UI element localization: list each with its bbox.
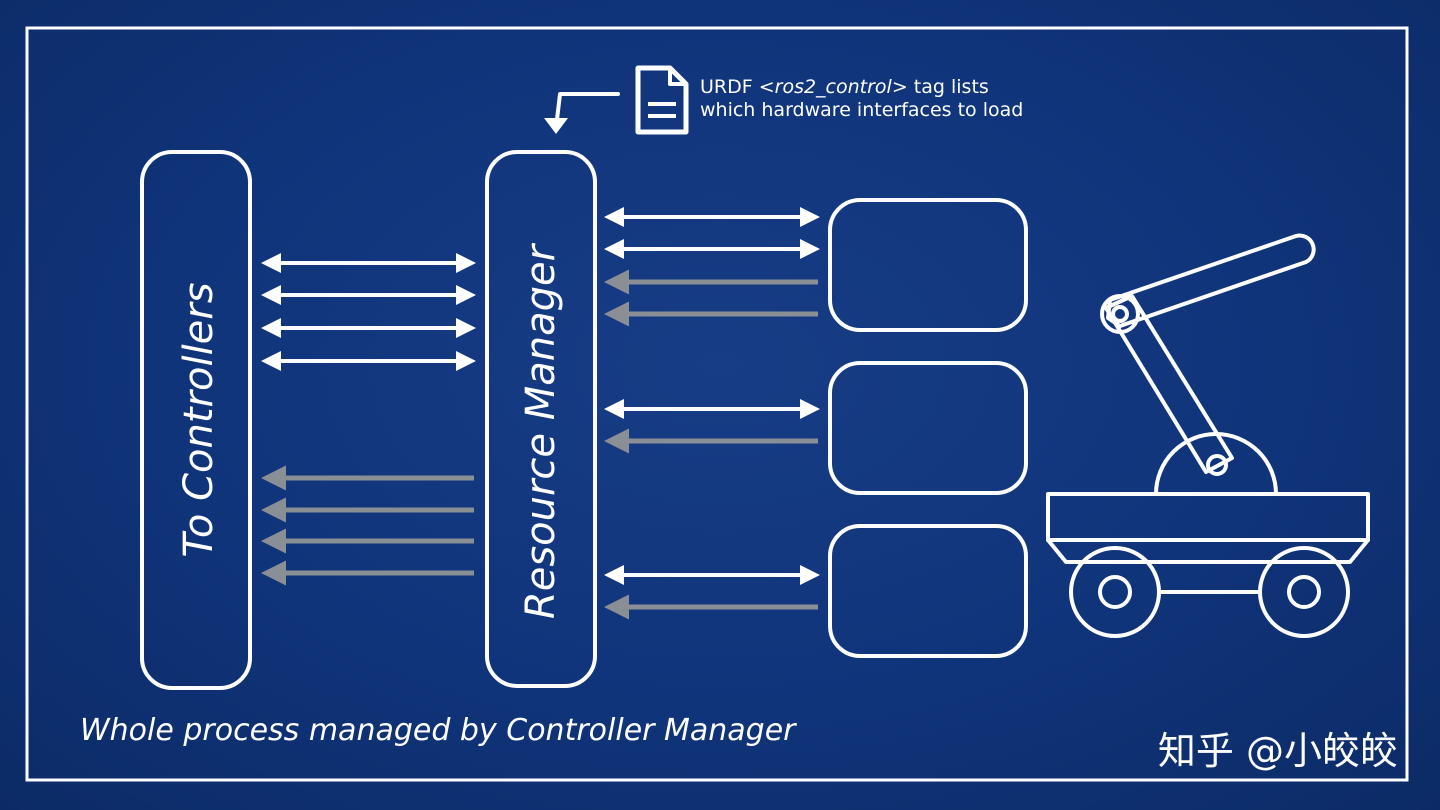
hardware-box-3 [828, 524, 1028, 658]
footer-caption: Whole process managed by Controller Mana… [80, 713, 797, 748]
resource-manager-label: Resource Manager [518, 242, 564, 619]
state-arrows-left [261, 465, 474, 586]
document-icon [635, 65, 689, 135]
to-controllers-label: To Controllers [176, 282, 222, 557]
resource-manager-box [485, 150, 597, 688]
urdf-pointer-head [544, 118, 568, 134]
hardware-box-1 [828, 198, 1028, 332]
urdf-note-line1: URDF <ros2_control> tag lists [700, 76, 989, 98]
urdf-note-line2: which hardware interfaces to load [700, 99, 1023, 121]
hardware-arrows [604, 207, 820, 620]
frame-border [25, 26, 1409, 782]
watermark-text: 知乎 @小皎皎 [1158, 729, 1398, 773]
robot-arm-cart-icon [1046, 233, 1370, 638]
hardware-box-2 [828, 361, 1028, 495]
urdf-pointer-arrow [554, 92, 620, 130]
to-controllers-box [140, 150, 252, 690]
command-arrows-left [261, 253, 476, 371]
